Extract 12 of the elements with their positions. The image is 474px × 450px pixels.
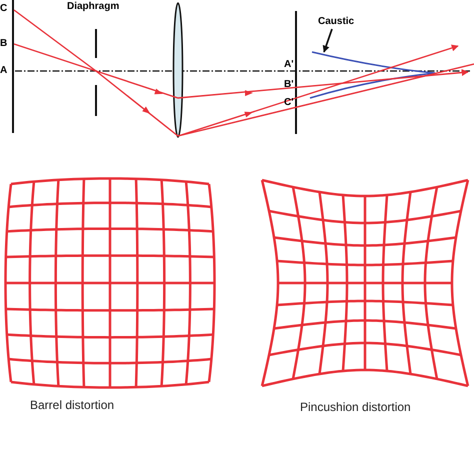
caption: Barrel distortion — [30, 399, 114, 411]
callout-label: Caustic — [318, 17, 354, 27]
caption: Pincushion distortion — [300, 401, 411, 413]
leader-arrow — [322, 28, 333, 53]
image-point-label: A' — [284, 60, 294, 70]
image-point-label: B' — [284, 80, 294, 90]
diaphragm-label: Diaphragm — [67, 2, 120, 12]
point-label: A — [0, 66, 8, 76]
image-point-label: C' — [284, 98, 294, 108]
point-label: B — [0, 39, 8, 49]
caustic-curve — [310, 51, 436, 99]
point-label: C — [0, 4, 8, 14]
